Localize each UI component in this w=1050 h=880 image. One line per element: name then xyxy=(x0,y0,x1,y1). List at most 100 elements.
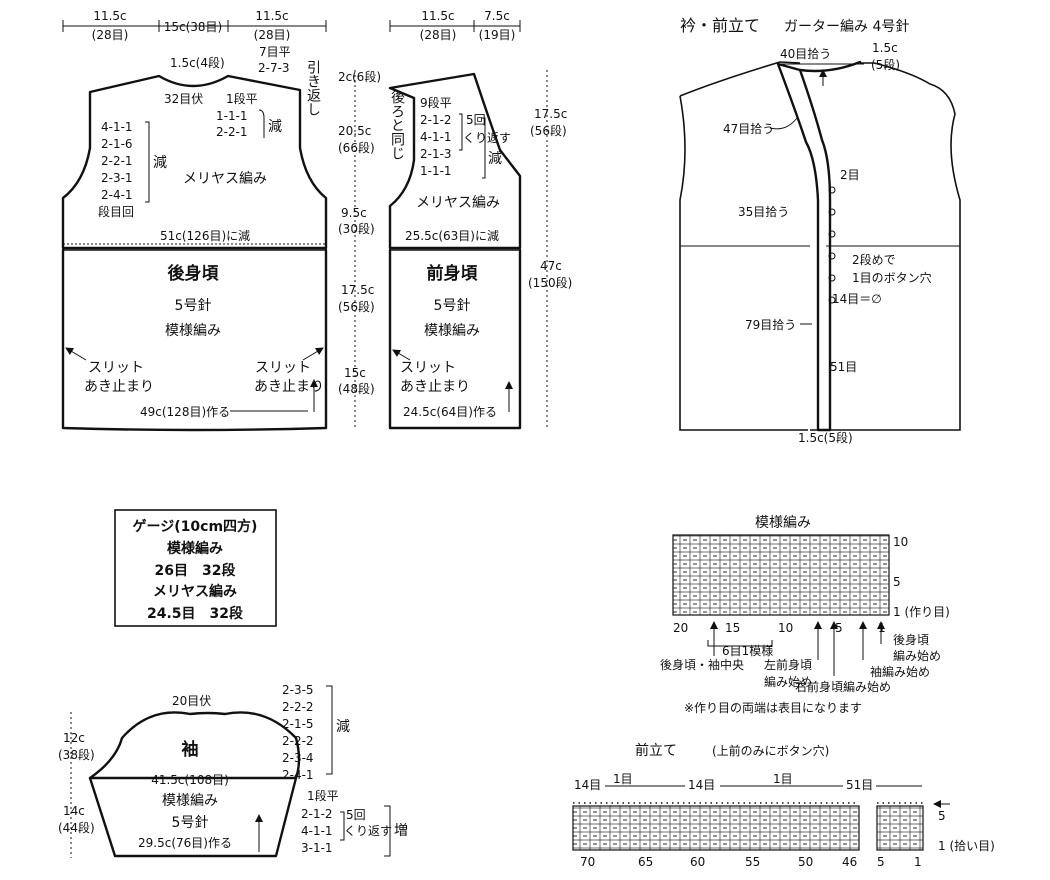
band-chart-col-1: 1 xyxy=(914,855,922,869)
band-chart-col-65: 65 xyxy=(638,855,653,869)
front-dim-neck-sts: (19目) xyxy=(479,28,516,42)
back-arm-dec-2: 2-2-1 xyxy=(101,154,133,168)
sleeve-cast-on: 29.5c(76目)作る xyxy=(138,836,232,850)
sleeve-cap-dec-5: 2-4-1 xyxy=(282,768,314,782)
pattern-repeat: 6目1模様 xyxy=(722,644,773,658)
gauge-line-0: 模様編み xyxy=(167,540,223,557)
sleeve-cap-dec-4: 2-3-4 xyxy=(282,751,314,765)
front-dim-shoulder: 11.5c xyxy=(421,9,454,23)
front-body-diagram: 11.5c (28目) 7.5c (19目) 後ろと同じ 9段平 2-1-2 4… xyxy=(388,9,572,430)
band-spacing: 14目＝∅ xyxy=(832,292,882,306)
front-waist-line: 25.5c(63目)に減 xyxy=(405,228,499,243)
band-top-width-0: 1.5c xyxy=(872,41,898,55)
pattern-footnote: ※作り目の両端は表目になります xyxy=(684,701,862,715)
pattern-row-5: 5 xyxy=(893,575,901,589)
sleeve-inc-label: 増 xyxy=(394,823,408,839)
back-pattern: 模様編み xyxy=(165,323,221,339)
band-subtitle: ガーター編み 4号針 xyxy=(784,19,909,35)
back-waist-line: 51c(126目)に減 xyxy=(160,228,250,243)
band-chart-row-5: 5 xyxy=(938,809,946,823)
pattern-col-15: 15 xyxy=(725,621,740,635)
back-neck-dec-1: 1-1-1 xyxy=(216,109,248,123)
band-two-sts: 2目 xyxy=(840,168,860,182)
pattern-note-5: 後身頃 xyxy=(893,632,929,647)
pattern-note-0: 後身頃・袖中央 xyxy=(660,657,744,672)
back-dim-shoulder-left: 11.5c xyxy=(93,9,126,23)
mid-dim-4-rows: (48段) xyxy=(338,381,375,396)
back-arm-dec-4: 2-4-1 xyxy=(101,188,133,202)
gauge-box: ゲージ(10cm四方) 模様編み 26目 32段 メリヤス編み 24.5目 32… xyxy=(114,509,277,627)
sleeve-repeat-1: くり返す xyxy=(344,824,392,838)
back-cast-on: 49c(128目)作る xyxy=(140,405,230,419)
sleeve-dim-0-cm: 12c xyxy=(63,731,85,745)
pattern-note-1: 左前身頃 xyxy=(764,657,812,672)
back-short-rows: 引き返し xyxy=(305,60,321,116)
sleeve-pattern: 模様編み xyxy=(162,793,218,809)
front-repeat-1: くり返す xyxy=(463,131,511,145)
buttonhole-marker xyxy=(828,252,836,260)
band-chart: 前立て (上前のみにボタン穴) 14目 1目 14目 1目 51目 5 1 (拾… xyxy=(572,742,995,869)
pattern-col-5: 5 xyxy=(835,621,843,635)
sleeve-repeat-0: 5回 xyxy=(346,808,366,822)
front-pattern: 模様編み xyxy=(424,323,480,339)
band-pickup-35: 35目拾う xyxy=(738,204,789,219)
pattern-chart-title: 模様編み xyxy=(755,515,811,531)
gauge-title: ゲージ(10cm四方) xyxy=(133,518,258,535)
buttonhole-marker xyxy=(828,274,836,282)
band-chart-col-60: 60 xyxy=(690,855,705,869)
band-chart-col-5: 5 xyxy=(877,855,885,869)
back-neck-dec-0: 1段平 xyxy=(226,91,258,106)
middle-row-dimensions: 2c (6段) 20.5c (66段) 9.5c (30段) 17.5c (56… xyxy=(338,69,381,428)
band-chart-col-50: 50 xyxy=(798,855,813,869)
gauge-line-3: 24.5目 32段 xyxy=(147,605,243,622)
back-body-diagram: 11.5c (28目) 15c(38目) 11.5c (28目) 1.5c(4段… xyxy=(61,9,328,432)
sleeve-width: 41.5c(108目) xyxy=(151,773,229,787)
front-neck-dec-3: 2-1-3 xyxy=(420,147,452,161)
band-diagram: 衿・前立て ガーター編み 4号針 40目拾う 1.5c (5段) 47目拾う 2… xyxy=(679,16,961,445)
band-chart-title: 前立て xyxy=(635,742,677,759)
band-buttonhole-0: 2段めで xyxy=(852,252,896,267)
back-arm-dec-0: 4-1-1 xyxy=(101,120,133,134)
sleeve-title: 袖 xyxy=(182,739,199,760)
mid-dim-2-rows: (30段) xyxy=(338,221,375,236)
band-top-width-1: (5段) xyxy=(871,57,900,72)
front-dim-right-0-rows: (56段) xyxy=(530,123,567,138)
front-dim-neck: 7.5c xyxy=(484,9,510,23)
gauge-line-2: メリヤス編み xyxy=(153,583,237,600)
sleeve-dim-1-cm: 14c xyxy=(63,804,85,818)
band-bottom-width: 1.5c(5段) xyxy=(798,430,853,445)
band-chart-col-55: 55 xyxy=(745,855,760,869)
sleeve-cap-dec-3: 2-2-2 xyxy=(282,734,314,748)
band-chart-top-3: 1目 xyxy=(773,772,793,786)
back-neck-depth: 1.5c(4段) xyxy=(170,55,225,70)
sleeve-top: 20目伏 xyxy=(172,694,211,708)
sleeve-inc-0: 1段平 xyxy=(307,788,339,803)
front-title: 前身頃 xyxy=(427,263,479,284)
pattern-note-4: 袖編み始め xyxy=(870,664,930,679)
back-slit-left-0: スリット xyxy=(88,360,144,376)
band-chart-col-70: 70 xyxy=(580,855,595,869)
back-neck-dec-label: 減 xyxy=(268,118,282,135)
mid-dim-3-cm: 17.5c xyxy=(341,283,374,297)
band-bottom-51: 51目 xyxy=(830,360,857,374)
sleeve-needle: 5号針 xyxy=(172,815,209,831)
sleeve-inc-1: 2-1-2 xyxy=(301,807,333,821)
sleeve-cap-dec-1: 2-2-2 xyxy=(282,700,314,714)
buttonhole-marker xyxy=(828,208,836,216)
band-chart-subtitle: (上前のみにボタン穴) xyxy=(712,743,829,758)
front-dim-right-1-cm: 47c xyxy=(540,259,562,273)
band-chart-row-1: 1 (拾い目) xyxy=(938,838,995,853)
back-shoulder-note-0: 7目平 xyxy=(259,45,291,59)
front-dim-right-0-cm: 17.5c xyxy=(534,107,567,121)
pattern-chart: 模様編み 10 5 1 (作り目) 20 15 10 5 1 6目1模様 後身頃… xyxy=(660,515,950,715)
back-dim-shoulder-right: 11.5c xyxy=(255,9,288,23)
band-title: 衿・前立て xyxy=(680,16,760,35)
band-chart-top-2: 14目 xyxy=(688,778,715,792)
front-dim-shoulder-sts: (28目) xyxy=(420,28,457,42)
band-chart-col-46: 46 xyxy=(842,855,857,869)
front-neck-dec-4: 1-1-1 xyxy=(420,164,452,178)
buttonhole-marker xyxy=(828,296,836,304)
pattern-row-10: 10 xyxy=(893,535,908,549)
front-neck-dec-0: 9段平 xyxy=(420,95,452,110)
